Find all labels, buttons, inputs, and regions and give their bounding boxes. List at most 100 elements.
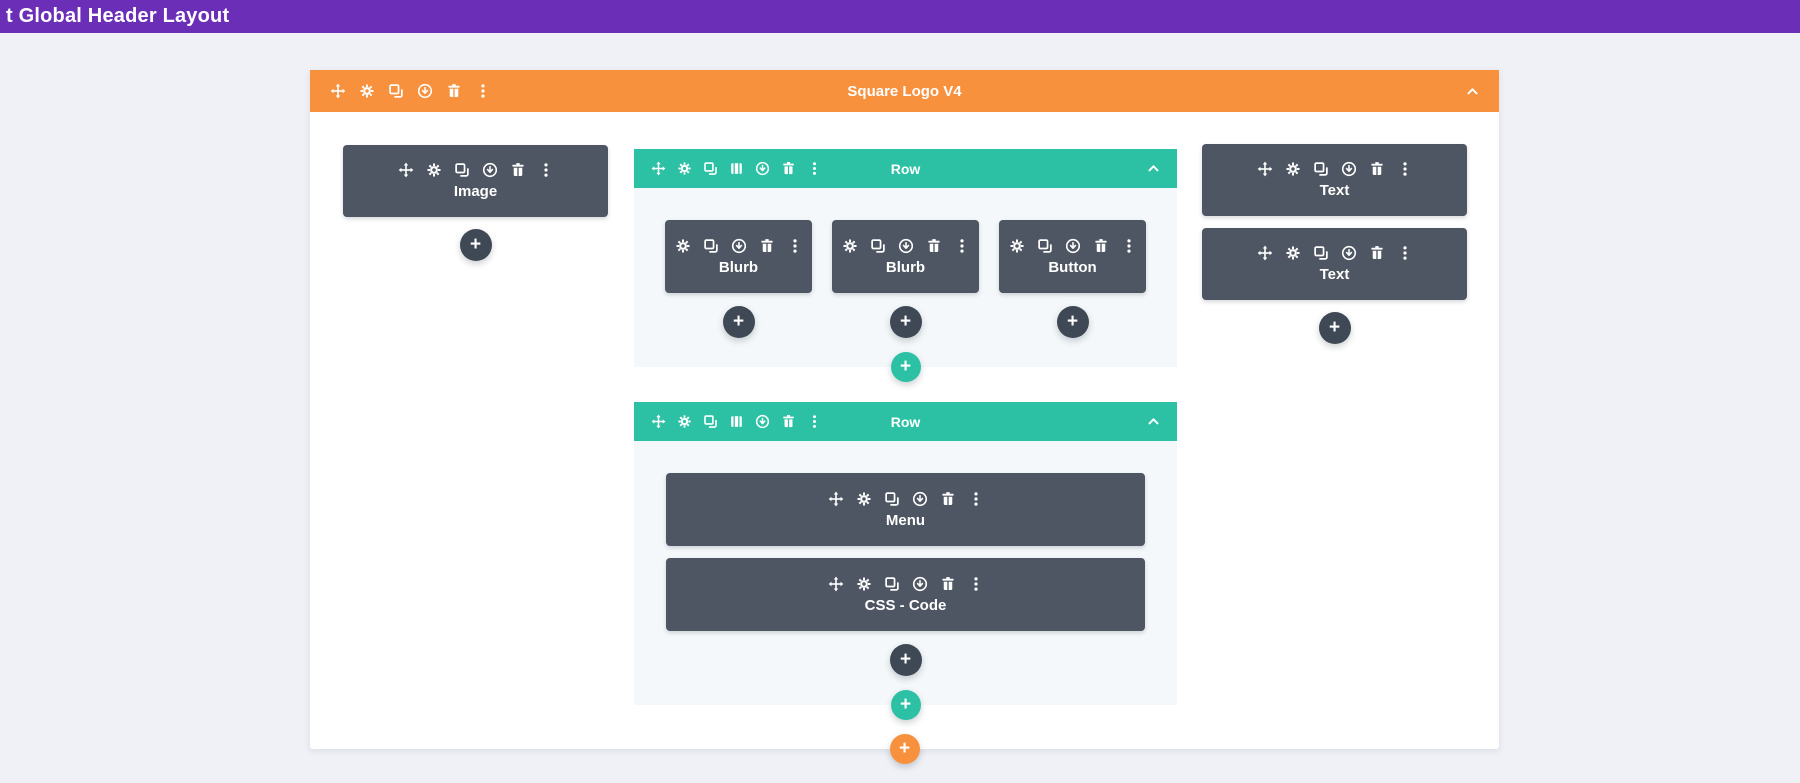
module-blurb-2[interactable]: Blurb — [832, 220, 979, 293]
module-menu-toolbar — [828, 491, 984, 507]
options-icon[interactable] — [968, 576, 984, 592]
row-1: Row Blurb + Blurb + Butt — [634, 149, 1177, 382]
module-menu[interactable]: Menu — [666, 473, 1145, 546]
delete-icon[interactable] — [940, 576, 956, 592]
module-image[interactable]: Image — [343, 145, 608, 217]
chevron-up-icon[interactable] — [1466, 85, 1479, 98]
add-module-button[interactable]: + — [1318, 312, 1351, 344]
move-icon[interactable] — [1257, 161, 1273, 177]
options-icon[interactable] — [538, 162, 554, 178]
settings-icon[interactable] — [359, 83, 375, 99]
row-1-column-1: Blurb + — [665, 220, 812, 338]
duplicate-icon[interactable] — [884, 576, 900, 592]
duplicate-icon[interactable] — [703, 414, 718, 429]
duplicate-icon[interactable] — [870, 238, 886, 254]
options-icon[interactable] — [1397, 161, 1413, 177]
settings-icon[interactable] — [1285, 161, 1301, 177]
save-icon[interactable] — [912, 491, 928, 507]
duplicate-icon[interactable] — [454, 162, 470, 178]
chevron-up-icon[interactable] — [1147, 162, 1160, 175]
row-1-column-3: Button + — [999, 220, 1146, 338]
duplicate-icon[interactable] — [884, 491, 900, 507]
settings-icon[interactable] — [677, 414, 692, 429]
delete-icon[interactable] — [510, 162, 526, 178]
save-icon[interactable] — [912, 576, 928, 592]
save-icon[interactable] — [482, 162, 498, 178]
options-icon[interactable] — [1397, 245, 1413, 261]
save-icon[interactable] — [1341, 245, 1357, 261]
move-icon[interactable] — [828, 491, 844, 507]
add-module-button[interactable]: + — [1056, 306, 1089, 338]
save-icon[interactable] — [898, 238, 914, 254]
module-blurb-1[interactable]: Blurb — [665, 220, 812, 293]
save-icon[interactable] — [755, 414, 770, 429]
add-row-button[interactable]: + — [890, 690, 921, 720]
settings-icon[interactable] — [677, 161, 692, 176]
save-icon[interactable] — [755, 161, 770, 176]
module-text-2[interactable]: Text — [1202, 228, 1467, 300]
settings-icon[interactable] — [675, 238, 691, 254]
delete-icon[interactable] — [446, 83, 462, 99]
options-icon[interactable] — [968, 491, 984, 507]
column-left: Image + — [343, 145, 608, 261]
row-2-header: Row — [634, 402, 1177, 441]
duplicate-icon[interactable] — [388, 83, 404, 99]
options-icon[interactable] — [787, 238, 803, 254]
save-icon[interactable] — [1341, 161, 1357, 177]
move-icon[interactable] — [828, 576, 844, 592]
columns-icon[interactable] — [729, 161, 744, 176]
options-icon[interactable] — [954, 238, 970, 254]
move-icon[interactable] — [651, 414, 666, 429]
module-button[interactable]: Button — [999, 220, 1146, 293]
settings-icon[interactable] — [1009, 238, 1025, 254]
row-2: Row Menu CSS - Code + + — [634, 402, 1177, 720]
save-icon[interactable] — [731, 238, 747, 254]
row-1-collapse-button[interactable] — [1147, 162, 1160, 175]
delete-icon[interactable] — [940, 491, 956, 507]
delete-icon[interactable] — [1093, 238, 1109, 254]
save-icon[interactable] — [417, 83, 433, 99]
columns-icon[interactable] — [729, 414, 744, 429]
add-module-button[interactable]: + — [459, 229, 492, 261]
add-module-button[interactable]: + — [889, 644, 922, 676]
options-icon[interactable] — [807, 161, 822, 176]
duplicate-icon[interactable] — [1037, 238, 1053, 254]
settings-icon[interactable] — [426, 162, 442, 178]
module-text-1[interactable]: Text — [1202, 144, 1467, 216]
delete-icon[interactable] — [1369, 245, 1385, 261]
add-section-button[interactable]: + — [889, 734, 920, 764]
settings-icon[interactable] — [842, 238, 858, 254]
move-icon[interactable] — [651, 161, 666, 176]
module-text-2-toolbar — [1257, 245, 1413, 261]
page-title: t Global Header Layout — [6, 5, 230, 27]
add-row-button[interactable]: + — [890, 352, 921, 382]
move-icon[interactable] — [330, 83, 346, 99]
add-module-button[interactable]: + — [889, 306, 922, 338]
duplicate-icon[interactable] — [703, 161, 718, 176]
delete-icon[interactable] — [1369, 161, 1385, 177]
duplicate-icon[interactable] — [1313, 161, 1329, 177]
move-icon[interactable] — [1257, 245, 1273, 261]
delete-icon[interactable] — [759, 238, 775, 254]
module-text-1-label: Text — [1319, 182, 1350, 199]
move-icon[interactable] — [398, 162, 414, 178]
settings-icon[interactable] — [856, 491, 872, 507]
settings-icon[interactable] — [1285, 245, 1301, 261]
options-icon[interactable] — [807, 414, 822, 429]
delete-icon[interactable] — [781, 414, 796, 429]
module-css-code[interactable]: CSS - Code — [666, 558, 1145, 631]
duplicate-icon[interactable] — [703, 238, 719, 254]
module-button-label: Button — [1048, 258, 1097, 276]
row-1-column-2: Blurb + — [832, 220, 979, 338]
chevron-up-icon[interactable] — [1147, 415, 1160, 428]
delete-icon[interactable] — [926, 238, 942, 254]
options-icon[interactable] — [475, 83, 491, 99]
duplicate-icon[interactable] — [1313, 245, 1329, 261]
section-collapse-button[interactable] — [1466, 85, 1479, 98]
settings-icon[interactable] — [856, 576, 872, 592]
row-2-collapse-button[interactable] — [1147, 415, 1160, 428]
options-icon[interactable] — [1121, 238, 1137, 254]
delete-icon[interactable] — [781, 161, 796, 176]
add-module-button[interactable]: + — [722, 306, 755, 338]
save-icon[interactable] — [1065, 238, 1081, 254]
